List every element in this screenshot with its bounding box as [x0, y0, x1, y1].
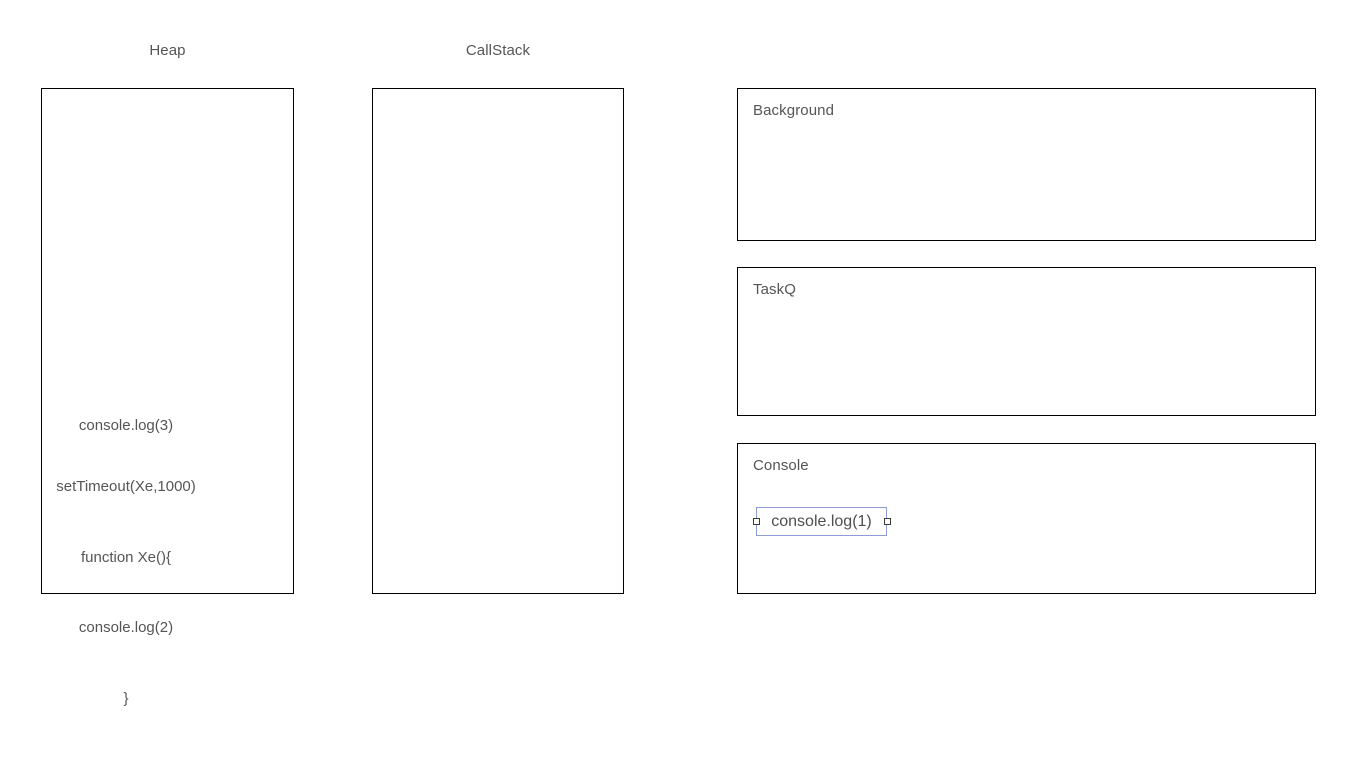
callstack-panel[interactable]: [372, 88, 624, 594]
console-entry-label: console.log(1): [771, 513, 872, 530]
console-panel-label: Console: [753, 457, 809, 474]
callstack-frame-line: function Xe(){: [80, 548, 172, 566]
resize-handle-left[interactable]: [752, 518, 760, 525]
callstack-frame-line: setTimeout(Xe,1000): [56, 478, 196, 495]
taskq-panel[interactable]: TaskQ: [737, 267, 1316, 416]
callstack-frame-line: console.log(3): [78, 417, 174, 434]
background-panel-label: Background: [753, 102, 835, 119]
heap-caption: Heap: [149, 42, 186, 59]
diagram-canvas: Heap CallStack console.log(3) setTimeout…: [0, 42, 1316, 707]
background-panel[interactable]: Background: [737, 88, 1316, 241]
console-entry-selected[interactable]: console.log(1): [752, 507, 891, 536]
callstack-caption: CallStack: [465, 42, 531, 59]
taskq-panel-label: TaskQ: [753, 281, 797, 298]
callstack-frame-top[interactable]: console.log(3): [0, 367, 252, 485]
console-panel[interactable]: Console console.log(1): [737, 443, 1316, 594]
callstack-frame-line: console.log(2): [78, 619, 174, 636]
callstack-frame-line: }: [123, 689, 129, 707]
resize-handle-right[interactable]: [883, 518, 891, 525]
callstack-frame-bottom[interactable]: setTimeout(Xe,1000) function Xe(){ conso…: [0, 428, 252, 757]
heap-panel[interactable]: [41, 88, 294, 594]
